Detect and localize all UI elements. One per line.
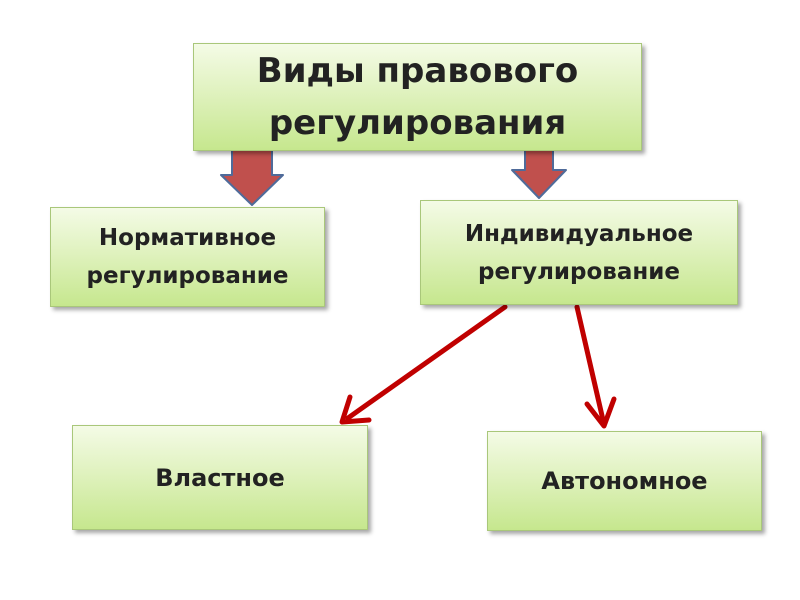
node-label: Властное <box>155 463 285 492</box>
line-arrow-individual-to-autonomous <box>574 304 606 423</box>
arrowhead-power <box>339 394 372 425</box>
node-normative-regulation: Нормативное регулирование <box>50 207 325 307</box>
node-label: Виды правового регулирования <box>256 51 579 143</box>
arrowhead-autonomous <box>584 396 617 429</box>
node-label: Нормативное регулирование <box>86 225 289 289</box>
node-label: Автономное <box>541 467 708 495</box>
node-label: Индивидуальное регулирование <box>464 220 694 285</box>
line-arrow-individual-to-power <box>345 304 508 421</box>
node-legal-regulation-types: Виды правового регулирования <box>193 43 642 151</box>
node-autonomous-regulation: Автономное <box>487 431 762 531</box>
node-power-regulation: Властное <box>72 425 368 530</box>
block-arrow-root-to-normative <box>220 149 284 206</box>
block-arrow-root-to-individual <box>511 149 567 199</box>
node-individual-regulation: Индивидуальное регулирование <box>420 200 738 305</box>
